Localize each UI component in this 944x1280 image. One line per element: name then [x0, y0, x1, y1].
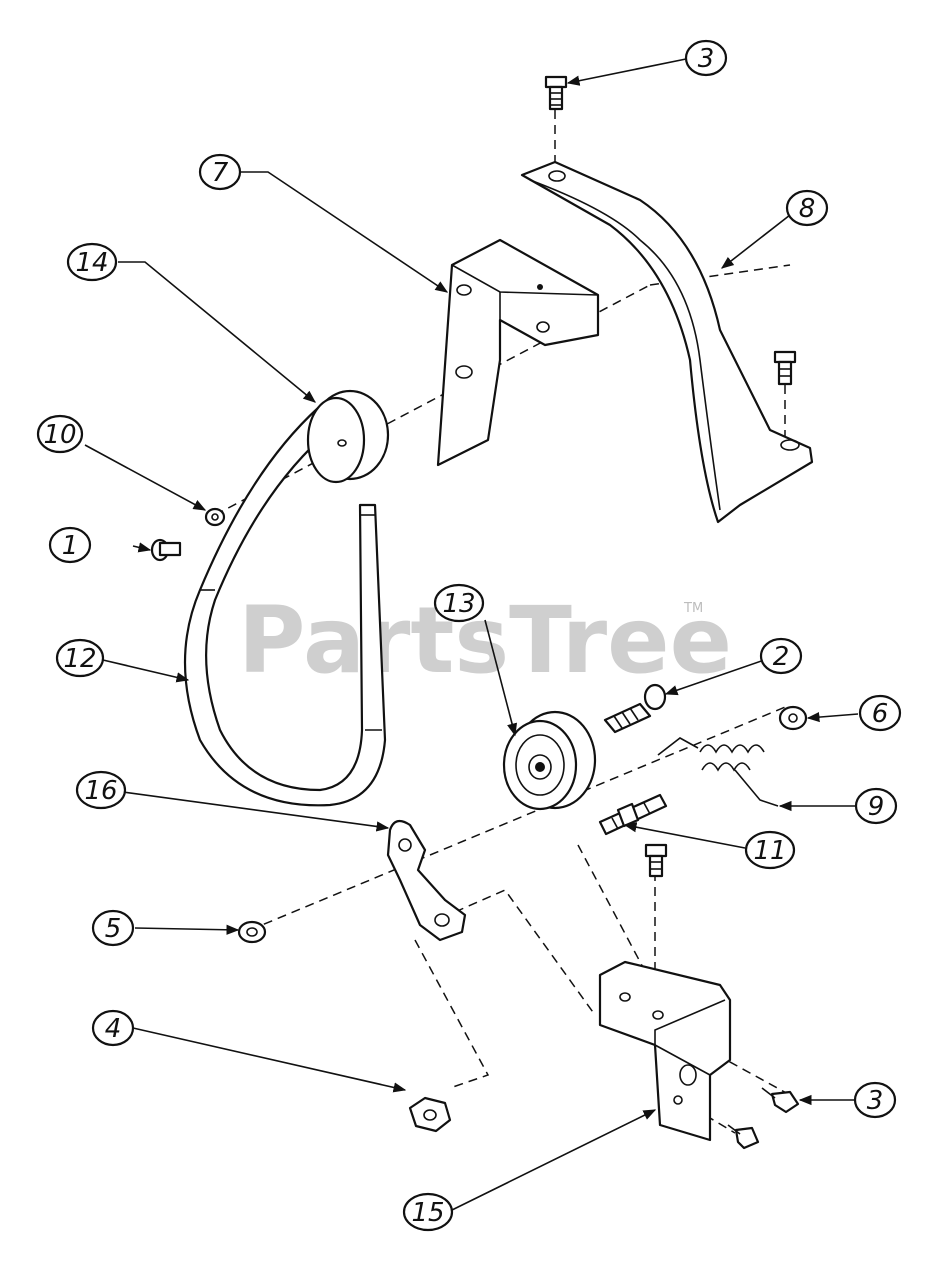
stud-part-11: [598, 793, 668, 836]
callout-label: 3: [698, 44, 715, 74]
callout-9: 9: [854, 787, 898, 825]
callout-label: 16: [84, 776, 117, 806]
callout-label: 4: [105, 1014, 122, 1044]
bolt-part-3-top: [544, 75, 568, 111]
hex-nut-part-4: [408, 1096, 452, 1133]
nut-part-5: [237, 920, 267, 944]
callout-3-top: 3: [684, 39, 728, 77]
callout-label: 2: [773, 642, 790, 672]
washer-part-10: [204, 507, 226, 527]
callout-label: 5: [105, 914, 122, 944]
mount-bracket-part-7: [436, 238, 600, 467]
shoulder-bolt-part-2: [603, 683, 667, 734]
pulley-part-14: [306, 389, 390, 484]
bolt-lower-bottom: [727, 1124, 760, 1150]
leader-lines: [84, 58, 859, 1211]
watermark: PartsTree TM: [238, 587, 732, 694]
nut-part-6: [778, 705, 808, 731]
callout-2: 2: [759, 637, 803, 675]
callout-label: 7: [212, 158, 229, 188]
callout-16: 16: [75, 770, 127, 810]
bolt-part-3-lower: [761, 1087, 800, 1114]
callout-4: 4: [91, 1009, 135, 1047]
callout-label: 1: [62, 531, 79, 561]
bolt-part-1: [150, 538, 182, 562]
callout-5: 5: [91, 909, 135, 947]
callout-label: 6: [872, 699, 889, 729]
watermark-text: PartsTree: [238, 587, 732, 694]
callout-12: 12: [55, 638, 105, 678]
callout-label: 12: [63, 644, 96, 674]
callout-6: 6: [858, 694, 902, 732]
callout-11: 11: [744, 830, 796, 870]
lower-bracket-part-15: [598, 960, 732, 1142]
spring-part-9: [657, 737, 779, 807]
idler-arm-part-16: [386, 819, 467, 942]
callout-3-bottom: 3: [853, 1081, 897, 1119]
callout-label: 15: [411, 1198, 444, 1228]
callout-label: 11: [753, 836, 786, 866]
callout-label: 9: [868, 792, 885, 822]
callout-10: 10: [36, 414, 84, 454]
callout-label: 8: [799, 194, 816, 224]
callout-label: 3: [867, 1086, 884, 1116]
callout-8: 8: [785, 189, 829, 227]
watermark-trademark: TM: [683, 601, 703, 616]
belt-guard-part-8: [520, 160, 814, 524]
idler-pulley-part-13: [502, 710, 597, 811]
callout-label: 14: [75, 248, 108, 278]
callout-7: 7: [198, 153, 242, 191]
callout-label: 10: [43, 420, 76, 450]
callout-15: 15: [402, 1192, 454, 1232]
callout-13: 13: [433, 583, 485, 623]
callout-label: 13: [442, 589, 475, 619]
callout-1: 1: [48, 526, 92, 564]
bolt-lower-vertical: [644, 843, 668, 878]
callout-14: 14: [66, 242, 118, 282]
bolt-guard-lower: [773, 350, 797, 386]
drive-belt-part-12: [183, 406, 387, 807]
